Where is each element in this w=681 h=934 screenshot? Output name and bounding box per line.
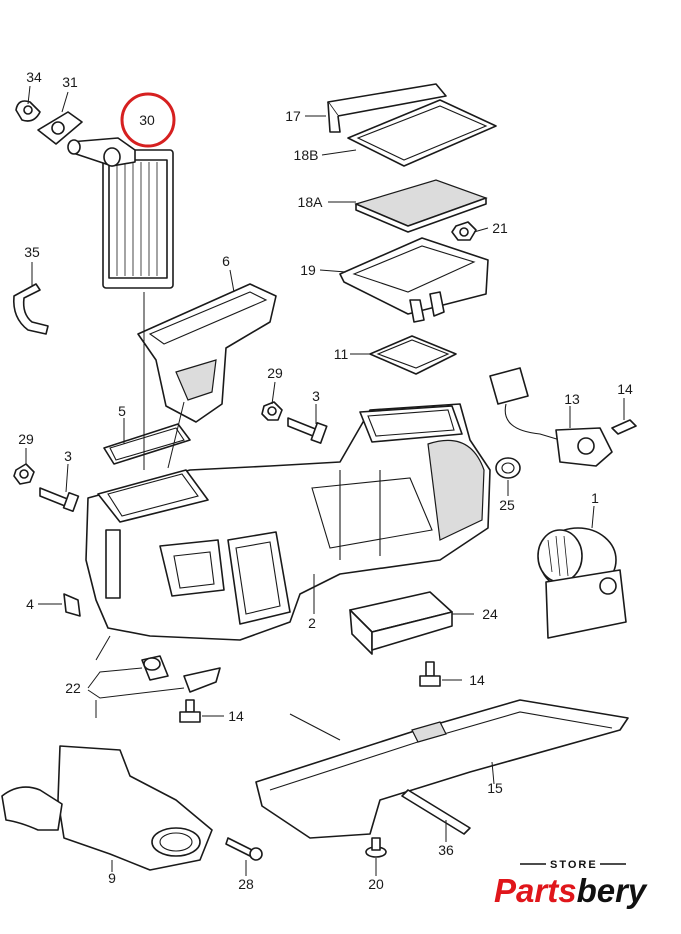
label-21: 21: [492, 220, 508, 236]
screw-14-right: [611, 419, 637, 435]
label-25: 25: [499, 497, 515, 513]
clips-22: [141, 655, 221, 693]
filter-18b: [347, 99, 497, 167]
label-29-mid: 29: [267, 365, 283, 381]
control-module-24: [349, 591, 453, 655]
label-29-left: 29: [18, 431, 34, 447]
label-35: 35: [24, 244, 40, 260]
label-19: 19: [300, 262, 316, 278]
label-14-mid: 14: [469, 672, 485, 688]
clip-35: [12, 283, 49, 335]
grommet-25: [495, 457, 521, 479]
label-28: 28: [238, 876, 254, 892]
label-22: 22: [65, 680, 81, 696]
filter-housing-19: [339, 237, 489, 323]
brand-store-text: STORE: [550, 859, 598, 871]
floor-duct-15: [255, 699, 629, 839]
label-9: 9: [108, 870, 116, 886]
filter-18a: [354, 179, 488, 233]
highlight-circle-part-30: [120, 92, 176, 148]
label-36: 36: [438, 842, 454, 858]
connector-harness: [489, 367, 561, 441]
seal-plate-31: [37, 111, 83, 145]
label-4: 4: [26, 596, 34, 612]
brand-parts-text: Parts: [494, 872, 577, 909]
label-2: 2: [308, 615, 316, 631]
label-14-right: 14: [617, 381, 633, 397]
label-20: 20: [368, 876, 384, 892]
label-15: 15: [487, 780, 503, 796]
seal-11: [369, 335, 457, 375]
screw-14-left: [179, 699, 201, 723]
screw-3-left: [39, 487, 80, 513]
air-duct-6: [137, 283, 277, 423]
label-17: 17: [285, 108, 301, 124]
label-34: 34: [26, 69, 42, 85]
label-11: 11: [334, 346, 349, 362]
nut-29-mid: [261, 401, 283, 421]
label-3-left: 3: [64, 448, 72, 464]
label-5: 5: [118, 403, 126, 419]
leader-lines: [25, 85, 625, 876]
label-1: 1: [591, 490, 599, 506]
heater-core-30: [67, 137, 174, 289]
main-housing-2: [85, 403, 491, 641]
brand-bery-text: bery: [577, 872, 648, 909]
brand-logo: STORE Partsbery: [494, 859, 648, 909]
label-18a: 18A: [298, 194, 324, 210]
clamp-34: [15, 100, 41, 122]
label-3-mid: 3: [312, 388, 320, 404]
screw-14-mid: [419, 661, 441, 687]
label-30: 30: [139, 112, 155, 128]
screw-3-mid: [287, 417, 328, 444]
brand-wordmark: Partsbery: [494, 872, 648, 909]
bracket-4: [63, 593, 81, 617]
label-31: 31: [62, 74, 78, 90]
blower-motor-1: [537, 527, 627, 639]
label-14-left: 14: [228, 708, 244, 724]
screw-28: [225, 837, 263, 861]
screw-20: [365, 837, 387, 858]
filter-frame-17: [327, 83, 447, 133]
nut-21: [451, 221, 477, 241]
label-13: 13: [564, 391, 580, 407]
footwell-duct-9: [1, 745, 213, 871]
part-labels: 34 31 30 35 17 18B 18A 21 19 11 6 5 29 3…: [18, 69, 633, 892]
actuator-13: [555, 427, 613, 467]
label-24: 24: [482, 606, 498, 622]
seal-5: [103, 423, 191, 465]
cable-tie-36: [401, 789, 471, 835]
label-18b: 18B: [294, 147, 319, 163]
label-6: 6: [222, 253, 230, 269]
nut-29-left: [13, 463, 35, 485]
